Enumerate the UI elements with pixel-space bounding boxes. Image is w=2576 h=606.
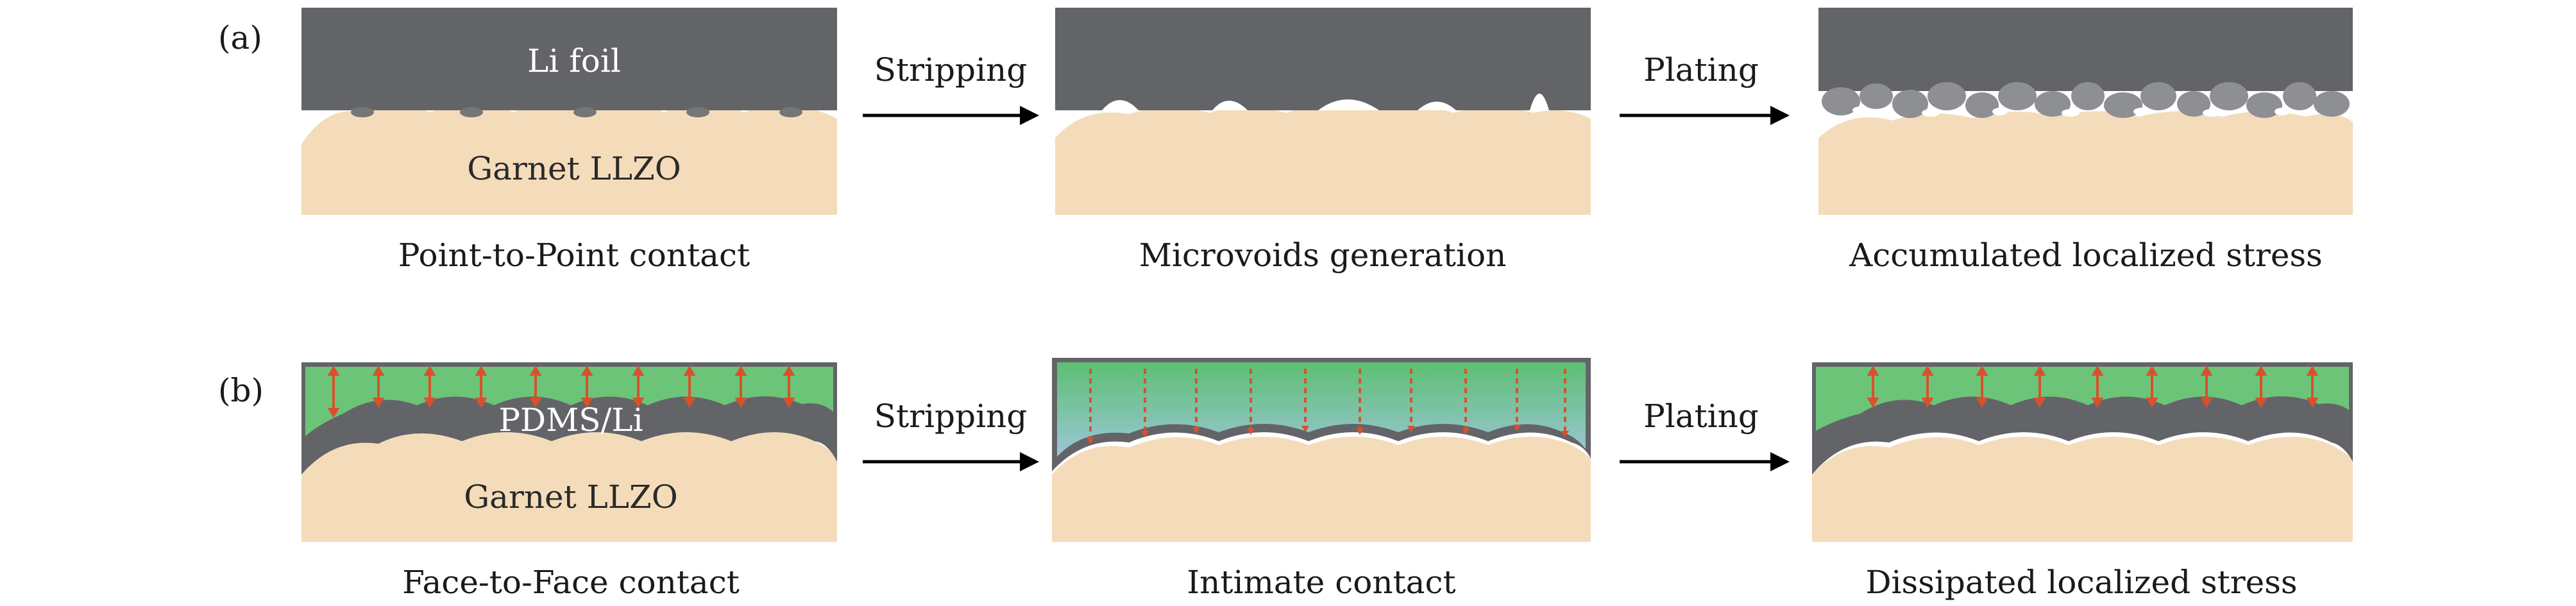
caption-b3: Dissipated localized stress: [1865, 564, 2297, 601]
arrow-stripping-label-a: Stripping: [874, 51, 1027, 88]
arrow-plating-b: Plating: [1620, 398, 1790, 471]
li-foil-a2: [1055, 8, 1591, 110]
garnet-llzo-a3: [1818, 111, 2353, 215]
pdms-layer-b1: [305, 367, 833, 436]
arrow-plating-a: Plating: [1620, 51, 1790, 125]
plating-gaps: [1852, 106, 2290, 117]
arrow-plating-label-a: Plating: [1643, 51, 1759, 88]
arrow-stripping-b: Stripping: [863, 398, 1039, 471]
caption-a2: Microvoids generation: [1139, 237, 1507, 274]
panel-b-tag: (b): [218, 372, 264, 409]
pressure-arrows-b2: [1089, 369, 1566, 440]
caption-b2: Intimate contact: [1187, 564, 1455, 601]
panel-a-stage-3: [1818, 8, 2353, 215]
panel-a-tag: (a): [218, 19, 262, 56]
panel-b-stage-1: PDMS/Li Garnet LLZO: [301, 362, 837, 542]
arrow-stripping-label-b: Stripping: [874, 398, 1027, 435]
garnet-label-a: Garnet LLZO: [467, 150, 681, 187]
li-foil-label: Li foil: [527, 42, 621, 80]
caption-b1: Face-to-Face contact: [402, 564, 740, 601]
garnet-llzo-a2: [1055, 104, 1591, 215]
pdms-li-label: PDMS/Li: [498, 401, 643, 439]
garnet-llzo-b3: [1812, 437, 2353, 542]
microvoids: [1102, 94, 1549, 110]
panel-b-stage-3: [1812, 362, 2353, 542]
garnet-llzo-b2: [1052, 437, 1591, 542]
pdms-layer-b3: [1816, 367, 2349, 431]
panel-b-stage-2: [1052, 358, 1591, 542]
pressure-arrows-b1: [327, 366, 795, 418]
arrow-plating-label-b: Plating: [1643, 398, 1759, 435]
li-foil-a1: [301, 8, 837, 110]
panel-a-stage-1: Li foil Garnet LLZO: [301, 8, 837, 215]
caption-a1: Point-to-Point contact: [398, 237, 750, 274]
panel-a-stage-2: [1055, 8, 1591, 215]
li-foil-a3: [1818, 8, 2353, 91]
contact-points: [351, 107, 802, 117]
plated-li-clusters: [1822, 82, 2350, 118]
garnet-llzo-a1: [301, 103, 837, 215]
garnet-label-b: Garnet LLZO: [464, 478, 678, 516]
caption-a3: Accumulated localized stress: [1849, 237, 2323, 274]
arrow-stripping-a: Stripping: [863, 51, 1039, 125]
pressure-arrows-b3: [1867, 366, 2319, 408]
pressure-arrow-heads-b2: [1087, 425, 1569, 444]
pdms-layer-b2: [1057, 362, 1586, 457]
garnet-llzo-b1: [301, 432, 837, 542]
